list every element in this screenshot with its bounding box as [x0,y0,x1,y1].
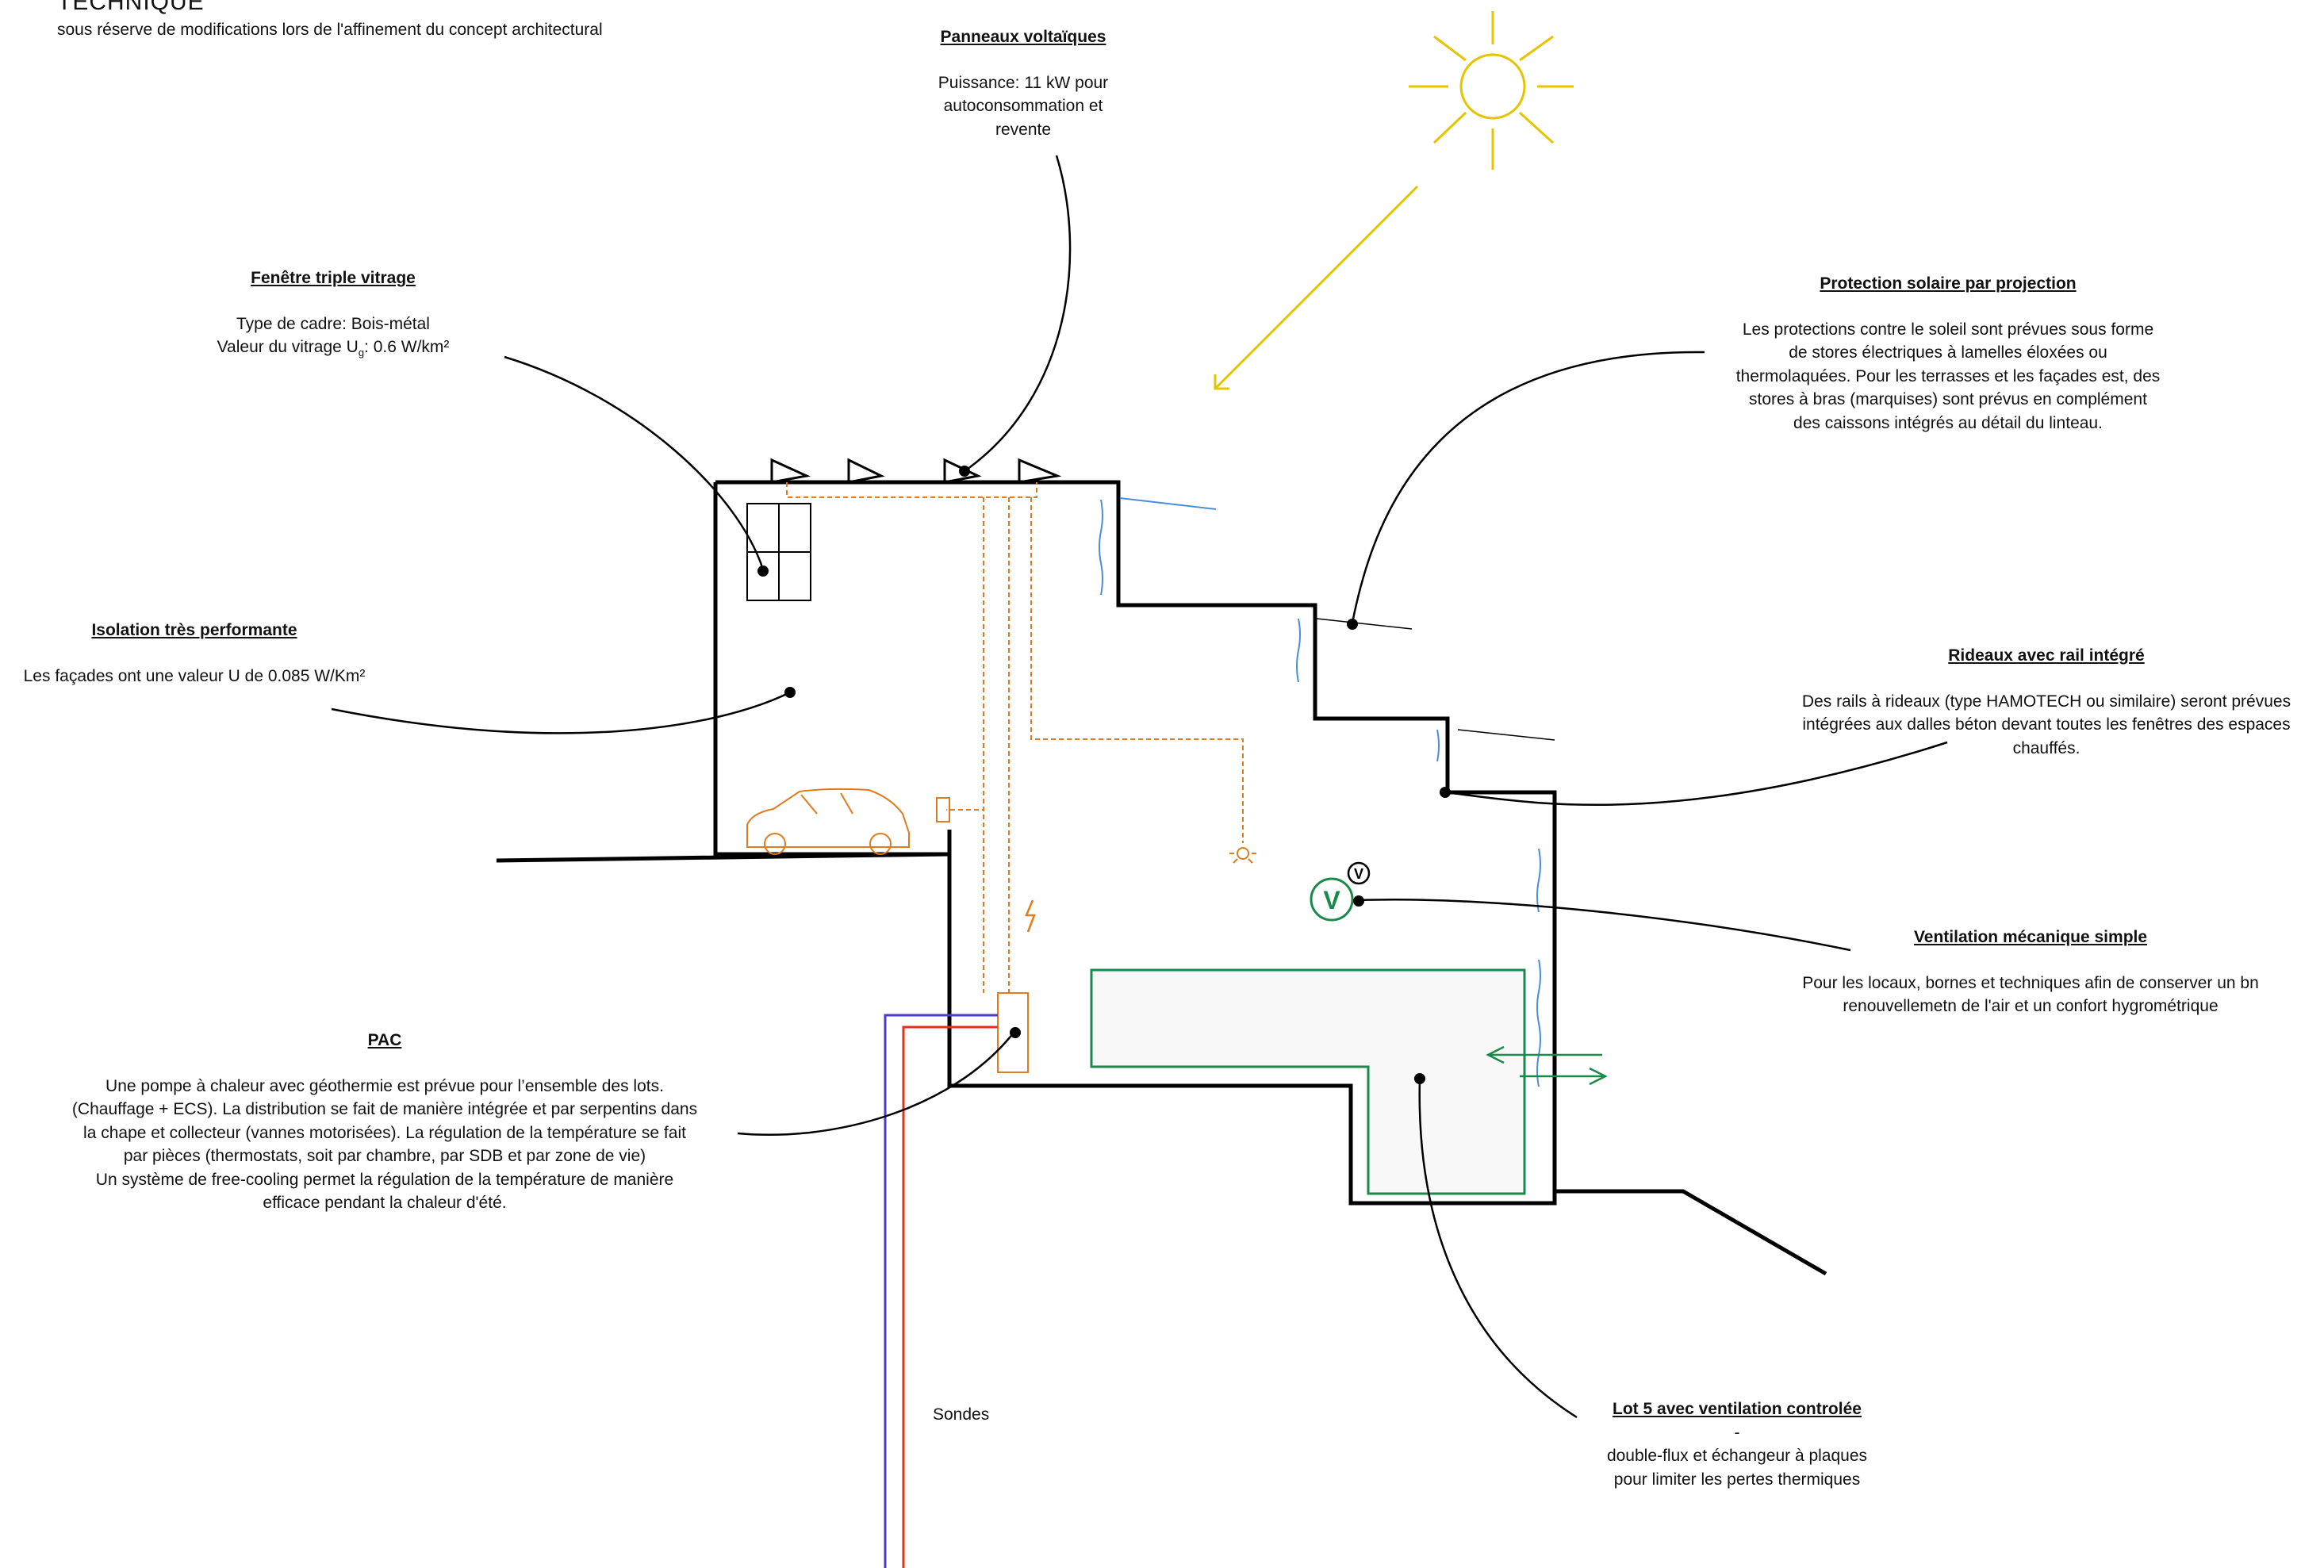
annotation-isolation: Isolation très performante Les façades o… [0,619,389,688]
annotation-panneaux: Panneaux voltaïques Puissance: 11 kW pou… [904,25,1142,141]
annotation-pac: PAC Une pompe à chaleur avec géothermie … [48,1029,722,1215]
leader-lines [331,155,1948,1419]
solar-panels [770,458,1062,484]
annotation-panneaux-title: Panneaux voltaïques [940,28,1106,46]
annotation-fenetre: Fenêtre triple vitrage Type de cadre: Bo… [159,266,508,365]
annotation-lot5: Lot 5 avec ventilation controlée - doubl… [1555,1397,1919,1491]
heat-pump-unit [997,992,1029,1073]
annotation-protection-body: Les protections contre le soleil sont pr… [1735,320,2161,432]
curtain-lines [1099,497,1541,1087]
annotation-pac-title: PAC [367,1031,402,1049]
ventilation-symbol-small: V [1354,866,1363,882]
annotation-fenetre-line2: Valeur du vitrage Ug: 0.6 W/km² [217,338,450,359]
annotation-isolation-title: Isolation très performante [91,621,297,639]
annotation-ventilation: Ventilation mécanique simple Pour les lo… [1769,926,2292,1018]
annotation-lot5-title: Lot 5 avec ventilation controlée [1613,1400,1862,1418]
building-outline [713,480,1557,1206]
ventilation-symbol-big: V [1323,886,1340,914]
annotation-protection: Protection solaire par projection Les pr… [1710,272,2186,435]
sun-ray-arrow [1214,185,1419,390]
sun-icon [1409,11,1574,170]
annotation-isolation-body: Les façades ont une valeur U de 0.085 W/… [23,666,366,685]
car-icon [746,788,950,855]
page-title: TECHNIQUE [57,0,205,15]
annotation-rideaux-title: Rideaux avec rail intégré [1948,646,2145,665]
annotation-rideaux-body: Des rails à rideaux (type HAMOTECH ou si… [1801,692,2291,757]
lightning-icon [1025,899,1036,933]
annotation-rideaux: Rideaux avec rail intégré Des rails à ri… [1769,644,2324,760]
annotation-protection-title: Protection solaire par projection [1820,274,2077,293]
leader-dots [757,466,1451,1084]
airflow-arrows [1486,1045,1608,1086]
annotation-panneaux-body: Puissance: 11 kW pour autoconsommation e… [938,73,1109,139]
annotation-pac-body: Une pompe à chaleur avec géothermie est … [71,1076,698,1213]
geothermal-pipes [884,1014,998,1568]
annotation-lot5-body: - double-flux et échangeur à plaques pou… [1606,1423,1868,1489]
annotation-fenetre-line1: Type de cadre: Bois-métal [236,314,430,333]
blind-lines [1316,618,1555,741]
sondes-label: Sondes [933,1405,990,1424]
annotation-fenetre-title: Fenêtre triple vitrage [251,269,416,287]
lamp-icon [1229,847,1256,864]
window-grid [746,503,811,601]
annotation-ventilation-body: Pour les locaux, bornes et techniques af… [1802,973,2259,1016]
page-subtitle: sous réserve de modifications lors de l'… [57,21,603,39]
electrical-wiring [786,482,1244,993]
annotation-ventilation-title: Ventilation mécanique simple [1913,928,2148,946]
ground-line-left [496,852,950,863]
ground-line-right [1555,1189,1827,1276]
ventilation-symbol: V V [1310,861,1371,922]
ventilation-loop [1090,968,1526,1195]
